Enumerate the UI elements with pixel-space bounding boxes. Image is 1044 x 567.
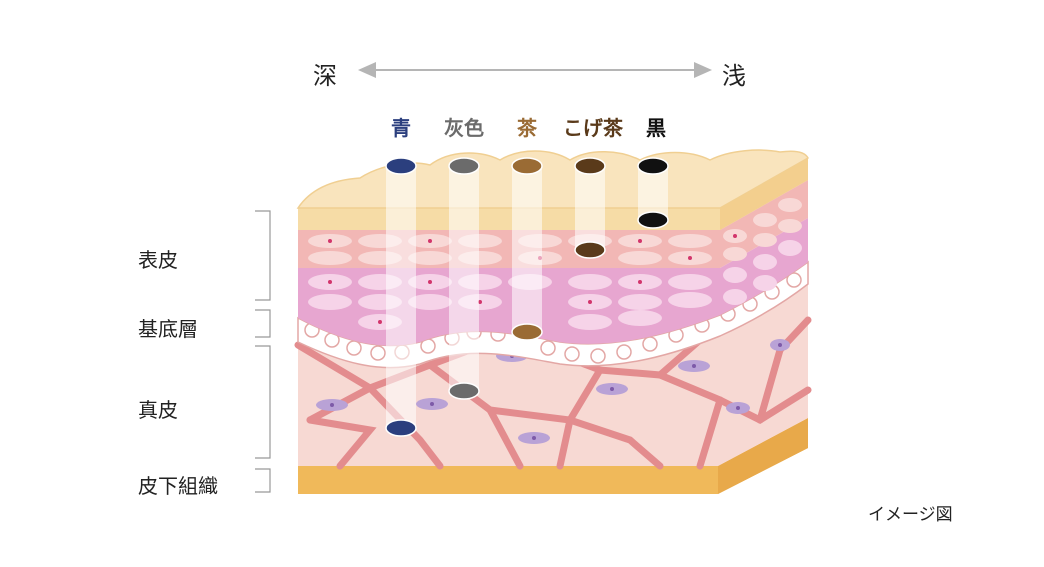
pigment-label-dark-brown: こげ茶 [563, 116, 623, 140]
pigment-label-brown: 茶 [517, 116, 537, 140]
layer-label-basal: 基底層 [138, 317, 198, 341]
depth-arrow [358, 62, 712, 78]
pigment-column [512, 166, 542, 332]
pigment-label-blue: 青 [391, 116, 411, 140]
subcutaneous-layer [298, 418, 808, 494]
collagen-fibers [294, 316, 812, 470]
pigment-label-gray: 灰色 [444, 116, 484, 140]
layer-label-epidermis: 表皮 [138, 248, 178, 272]
pigment-columns [385, 157, 669, 437]
image-note: イメージ図 [868, 505, 953, 525]
deep-label: 深 [313, 62, 337, 90]
layer-label-subcutaneous: 皮下組織 [138, 474, 218, 498]
dermis-layer [294, 270, 812, 470]
pigment-top-cap [637, 157, 669, 175]
epidermis-lower [298, 218, 808, 346]
skin-surface [296, 149, 809, 230]
pigment-label-black: 黒 [646, 116, 666, 140]
pigment-top-cap [511, 157, 543, 175]
pigment-bottom-cap [448, 382, 480, 400]
pigment-bottom-cap [385, 419, 417, 437]
layer-label-dermis: 真皮 [138, 398, 178, 422]
pigment-bottom-cap [511, 323, 543, 341]
pigment-top-cap [448, 157, 480, 175]
shallow-label: 浅 [722, 62, 746, 90]
pigment-column [638, 166, 668, 220]
pigment-bottom-cap [637, 211, 669, 229]
pigment-top-cap [385, 157, 417, 175]
layer-brackets [255, 210, 271, 493]
pigment-column [575, 166, 605, 250]
pigment-column [386, 166, 416, 428]
pigment-top-cap [574, 157, 606, 175]
pigment-bottom-cap [574, 241, 606, 259]
pigment-column [449, 166, 479, 391]
